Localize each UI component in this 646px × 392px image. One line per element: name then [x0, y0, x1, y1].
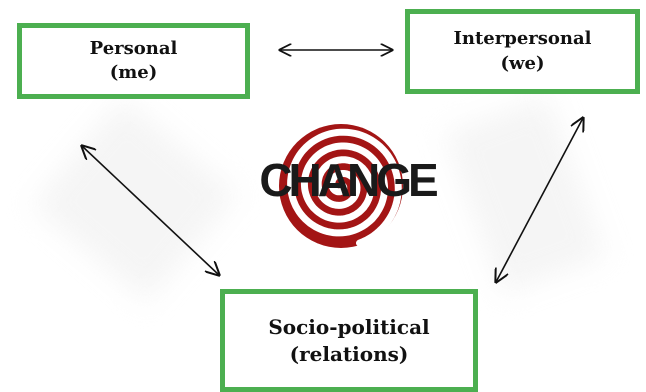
node-socio-political-title: Socio-political: [268, 314, 430, 339]
arrow-personal-socio: [82, 146, 219, 275]
node-socio-political-subtitle: (relations): [289, 341, 409, 366]
change-spiral: [279, 124, 403, 248]
node-personal-subtitle: (me): [109, 62, 158, 83]
node-personal: Personal (me): [17, 23, 250, 99]
change-label: CHANGE: [259, 154, 438, 206]
node-socio-political: Socio-political (relations): [220, 289, 478, 392]
node-interpersonal-title: Interpersonal: [453, 28, 592, 50]
arrow-interpersonal-socio: [496, 118, 583, 282]
node-interpersonal-subtitle: (we): [500, 52, 545, 74]
node-interpersonal: Interpersonal (we): [405, 9, 640, 94]
node-personal-title: Personal: [89, 37, 178, 59]
